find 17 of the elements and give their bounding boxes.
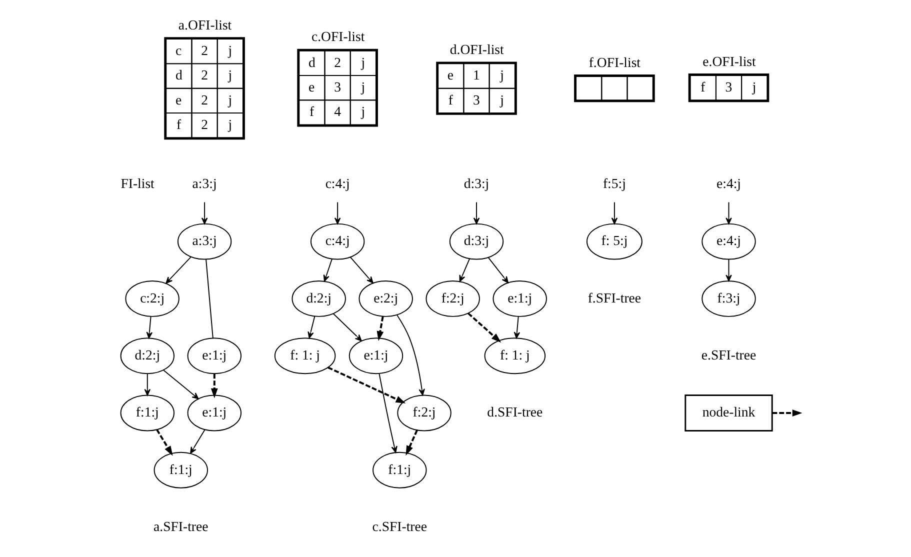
node-label: a.OFI-list	[178, 17, 232, 32]
label: FI-list	[120, 176, 154, 192]
label: a.SFI-tree	[154, 518, 208, 534]
node-text: a:3:j	[192, 176, 217, 192]
node-label: c.OFI-list	[311, 29, 365, 44]
node-text: e:4:j	[716, 176, 742, 192]
legend-label: node-link	[702, 404, 756, 420]
label: f.SFI-tree	[588, 290, 642, 306]
label: d.SFI-tree	[487, 404, 543, 420]
node-label: f.OFI-list	[588, 54, 641, 70]
node-text: d:3:j	[464, 176, 490, 192]
label: c.SFI-tree	[372, 518, 428, 534]
node-text: c:4:j	[325, 176, 350, 192]
label: e.SFI-tree	[701, 347, 756, 362]
node-label: e.OFI-list	[702, 54, 756, 69]
node-text: f:5:j	[602, 176, 626, 192]
node-label: d.OFI-list	[450, 42, 504, 58]
